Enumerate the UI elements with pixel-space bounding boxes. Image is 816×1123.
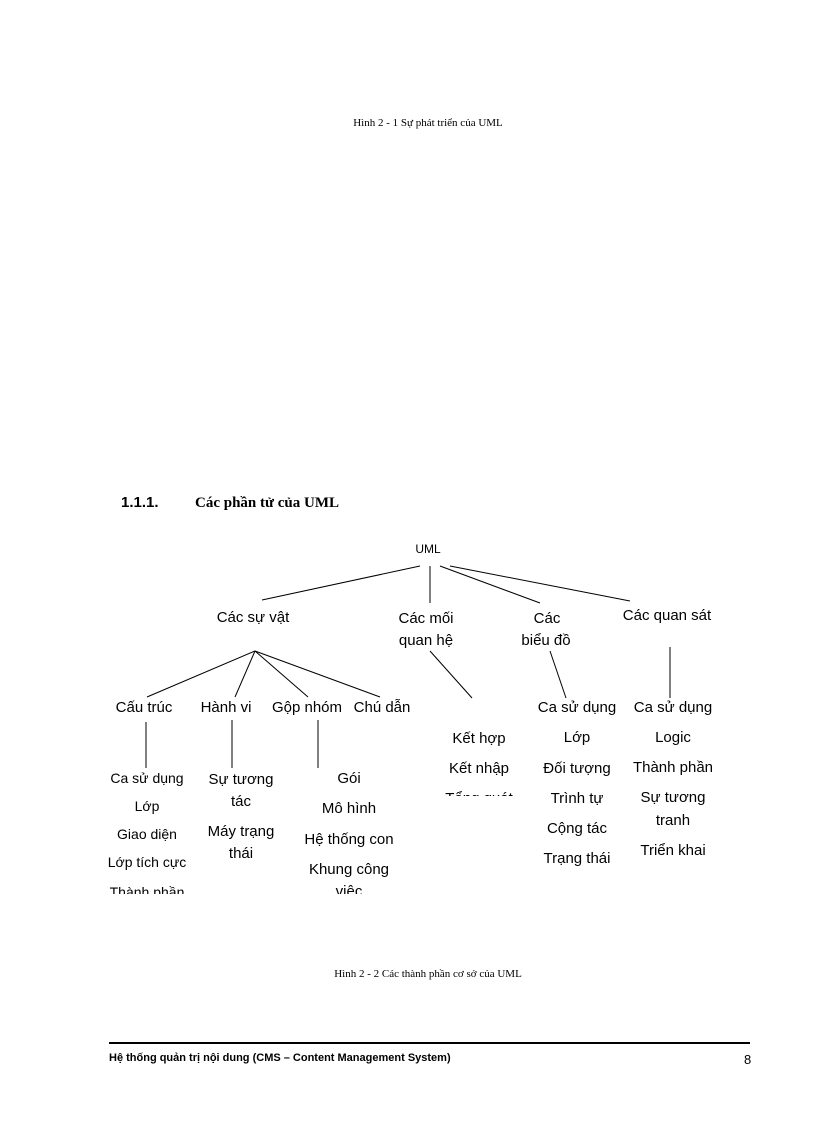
edge-things-behavior: [234, 650, 256, 698]
behavior-item: tác: [231, 793, 252, 810]
relation-item: Tổng quát: [445, 790, 513, 807]
structure-item: Giao diện: [117, 826, 177, 842]
node-views: Các quan sát: [623, 607, 712, 624]
structure-item: Ca sử dụng: [110, 770, 183, 786]
diagram-item: Cộng tác: [547, 820, 608, 837]
diagram-item: Ca sử dụng: [538, 699, 616, 716]
grouping-item: Khung công: [309, 861, 389, 878]
grouping-item: Hệ thống con: [304, 831, 393, 848]
grouping-item: Gói: [337, 770, 360, 787]
section-heading: 1.1.1. Các phần tử của UML: [121, 494, 339, 512]
node-root: UML: [415, 542, 441, 556]
diagram-item: Đối tượng: [543, 760, 610, 777]
relation-items: Phụ thuộc Kết hợp Kết nhập Tổng quát: [445, 700, 513, 807]
section-number: 1.1.1.: [121, 494, 159, 511]
node-diagrams-line2: biểu đồ: [521, 632, 570, 649]
figure-caption-1: Hình 2 - 1 Sự phát triển của UML: [353, 117, 503, 129]
node-behavior: Hành vi: [201, 699, 252, 716]
grouping-item: việc: [336, 883, 363, 900]
structure-item: Lớp tích cực: [108, 854, 186, 870]
view-item: Triển khai: [640, 842, 705, 859]
footer-divider: [109, 1042, 750, 1044]
edge-things-grouping: [254, 650, 309, 698]
relation-item: Kết nhập: [449, 760, 509, 777]
edge-things-annotation: [254, 650, 381, 698]
node-annotation: Chú dẫn: [354, 699, 411, 716]
view-item: Ca sử dụng: [634, 699, 712, 716]
footer-title: Hệ thống quản trị nội dung (CMS – Conten…: [109, 1052, 451, 1064]
structure-item: Lớp: [135, 798, 160, 814]
page-number: 8: [744, 1052, 752, 1067]
grouping-item: Mô hình: [322, 800, 376, 817]
node-diagrams-line1: Các: [534, 610, 561, 627]
node-grouping: Gộp nhóm: [272, 699, 342, 716]
relation-item: Kết hợp: [452, 730, 505, 747]
node-structure: Cấu trúc: [116, 699, 173, 716]
edge-uml-views: [449, 565, 631, 602]
structure-items: Ca sử dụng Lớp Giao diện Lớp tích cực Th…: [108, 770, 186, 900]
node-things: Các sự vật: [217, 609, 290, 626]
diagram-item: Trình tự: [551, 790, 604, 807]
edge-uml-diagrams: [439, 565, 541, 604]
edge-relations-items: [429, 650, 473, 699]
edge-things-structure: [146, 650, 256, 698]
view-item: Thành phần: [633, 759, 713, 776]
view-item: Logic: [655, 729, 691, 746]
diagram-item: Lớp: [564, 729, 591, 746]
section-title: Các phần tử của UML: [195, 495, 340, 511]
grouping-items: Gói Mô hình Hệ thống con Khung công việc: [304, 770, 393, 900]
edge-uml-things: [261, 565, 421, 601]
behavior-item: Sự tương: [209, 771, 274, 788]
tree-connectors: [145, 565, 671, 768]
structure-item: Thành phần: [110, 884, 185, 900]
behavior-item: thái: [229, 845, 253, 862]
view-item: tranh: [656, 812, 690, 829]
figure-caption-2: Hình 2 - 2 Các thành phần cơ sở của UML: [334, 968, 522, 980]
node-relations-line1: Các mối: [398, 610, 453, 627]
node-relations-line2: quan hệ: [399, 632, 453, 649]
behavior-item: Máy trạng: [208, 823, 275, 840]
edge-diagrams-items: [549, 650, 567, 699]
relation-item: Phụ thuộc: [445, 700, 513, 717]
diagram-item: Trạng thái: [544, 850, 611, 867]
view-item: Sự tương: [641, 789, 706, 806]
